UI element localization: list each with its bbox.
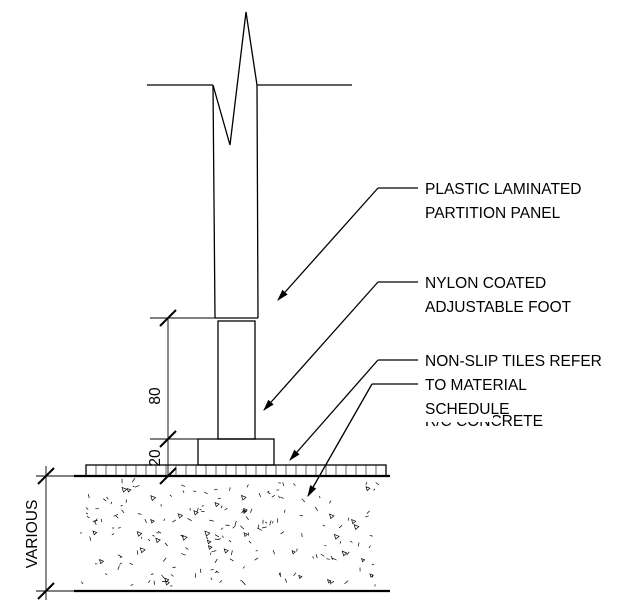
dimension-slab-depth: VARIOUS — [24, 500, 41, 569]
label-foot-line2: ADJUSTABLE FOOT — [425, 299, 572, 316]
label-tiles-line1: NON-SLIP TILES REFER — [425, 353, 602, 370]
label-tiles-line3: SCHEDULE — [425, 401, 509, 418]
label-overlap-mask — [423, 405, 493, 422]
partition-panel — [212, 84, 259, 319]
dimension-base-height: 20 — [147, 449, 164, 467]
label-panel-line1: PLASTIC LAMINATED — [425, 181, 581, 198]
break-line — [147, 11, 352, 146]
dimension-lines — [36, 309, 215, 600]
label-foot-line1: NYLON COATED — [425, 275, 546, 292]
concrete-slab — [74, 474, 390, 593]
leader-foot — [263, 281, 418, 411]
dimension-foot-height: 80 — [147, 387, 164, 405]
leader-concrete — [307, 383, 418, 498]
label-tiles-line2: TO MATERIAL — [425, 377, 527, 394]
label-panel-line2: PARTITION PANEL — [425, 205, 561, 222]
leader-tiles — [289, 359, 418, 461]
adjustable-foot — [197, 320, 275, 466]
non-slip-tiles — [85, 464, 387, 477]
leader-panel — [277, 187, 418, 301]
